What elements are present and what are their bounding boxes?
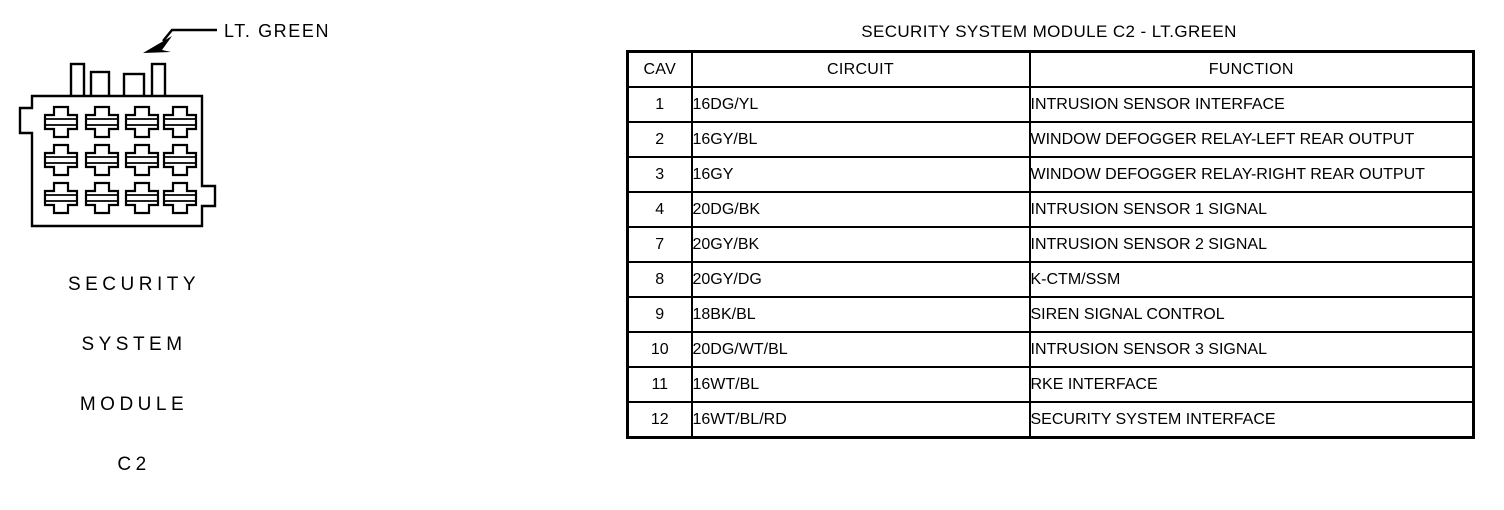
table-row: 3 16GY WINDOW DEFOGGER RELAY-RIGHT REAR …: [626, 156, 1475, 193]
table-row: 11 16WT/BL RKE INTERFACE: [626, 366, 1475, 403]
cell-cav: 3: [626, 156, 693, 193]
cell-cav: 9: [626, 296, 693, 333]
cell-cav: 10: [626, 331, 693, 368]
connector-drawing: LT. GREEN: [18, 21, 330, 228]
table-row: 2 16GY/BL WINDOW DEFOGGER RELAY-LEFT REA…: [626, 121, 1475, 158]
cell-cav: 8: [626, 261, 693, 298]
cell-cav: 11: [626, 366, 693, 403]
cell-function: SECURITY SYSTEM INTERFACE: [1028, 401, 1475, 439]
caption-line-3: MODULE: [79, 394, 189, 415]
table-title: SECURITY SYSTEM MODULE C2 - LT.GREEN: [861, 22, 1237, 41]
connector-diagram-panel: LT. GREEN SECURITY SYSTEM MODULE C2: [0, 0, 600, 475]
column-header-function: FUNCTION: [1028, 50, 1475, 88]
caption-line-2: SYSTEM: [81, 334, 187, 355]
cell-circuit: 16GY: [690, 156, 1031, 193]
callout-leader-line: [143, 28, 217, 53]
cell-function: INTRUSION SENSOR 3 SIGNAL: [1028, 331, 1475, 368]
table-row: 9 18BK/BL SIREN SIGNAL CONTROL: [626, 296, 1475, 333]
callout-arrowhead: [143, 36, 172, 53]
table-row: 7 20GY/BK INTRUSION SENSOR 2 SIGNAL: [626, 226, 1475, 263]
cell-circuit: 18BK/BL: [690, 296, 1031, 333]
cell-circuit: 16WT/BL: [690, 366, 1031, 403]
table-header-row: CAV CIRCUIT FUNCTION: [626, 50, 1475, 88]
cell-circuit: 16GY/BL: [690, 121, 1031, 158]
cell-cav: 12: [626, 401, 693, 439]
caption-line-1: SECURITY: [67, 274, 201, 295]
cell-circuit: 20DG/BK: [690, 191, 1031, 228]
cell-cav: 1: [626, 86, 693, 123]
table-row: 8 20GY/DG K-CTM/SSM: [626, 261, 1475, 298]
table-row: 4 20DG/BK INTRUSION SENSOR 1 SIGNAL: [626, 191, 1475, 228]
cell-circuit: 20GY/BK: [690, 226, 1031, 263]
cell-cav: 4: [626, 191, 693, 228]
cell-function: WINDOW DEFOGGER RELAY-RIGHT REAR OUTPUT: [1028, 156, 1475, 193]
table-row: 10 20DG/WT/BL INTRUSION SENSOR 3 SIGNAL: [626, 331, 1475, 368]
cell-circuit: 20GY/DG: [690, 261, 1031, 298]
cell-function: INTRUSION SENSOR INTERFACE: [1028, 86, 1475, 123]
column-header-cav: CAV: [626, 50, 693, 88]
cell-function: SIREN SIGNAL CONTROL: [1028, 296, 1475, 333]
cell-function: INTRUSION SENSOR 2 SIGNAL: [1028, 226, 1475, 263]
connector-top-tabs: [69, 62, 167, 99]
pinout-table: CAV CIRCUIT FUNCTION 1 16DG/YL INTRUSION…: [626, 50, 1475, 439]
cell-function: INTRUSION SENSOR 1 SIGNAL: [1028, 191, 1475, 228]
cell-function: K-CTM/SSM: [1028, 261, 1475, 298]
cell-cav: 2: [626, 121, 693, 158]
cell-cav: 7: [626, 226, 693, 263]
callout-label: LT. GREEN: [224, 21, 330, 41]
caption-line-4: C2: [117, 454, 151, 475]
pinout-table-panel: SECURITY SYSTEM MODULE C2 - LT.GREEN CAV…: [626, 22, 1475, 439]
connector-cavity-grid: [43, 105, 198, 215]
table-row: 12 16WT/BL/RD SECURITY SYSTEM INTERFACE: [626, 401, 1475, 439]
cell-function: WINDOW DEFOGGER RELAY-LEFT REAR OUTPUT: [1028, 121, 1475, 158]
table-row: 1 16DG/YL INTRUSION SENSOR INTERFACE: [626, 86, 1475, 123]
cell-circuit: 16WT/BL/RD: [690, 401, 1031, 439]
cell-function: RKE INTERFACE: [1028, 366, 1475, 403]
column-header-circuit: CIRCUIT: [690, 50, 1031, 88]
connector-caption: SECURITY SYSTEM MODULE C2: [24, 240, 244, 510]
cell-circuit: 16DG/YL: [690, 86, 1031, 123]
cell-circuit: 20DG/WT/BL: [690, 331, 1031, 368]
